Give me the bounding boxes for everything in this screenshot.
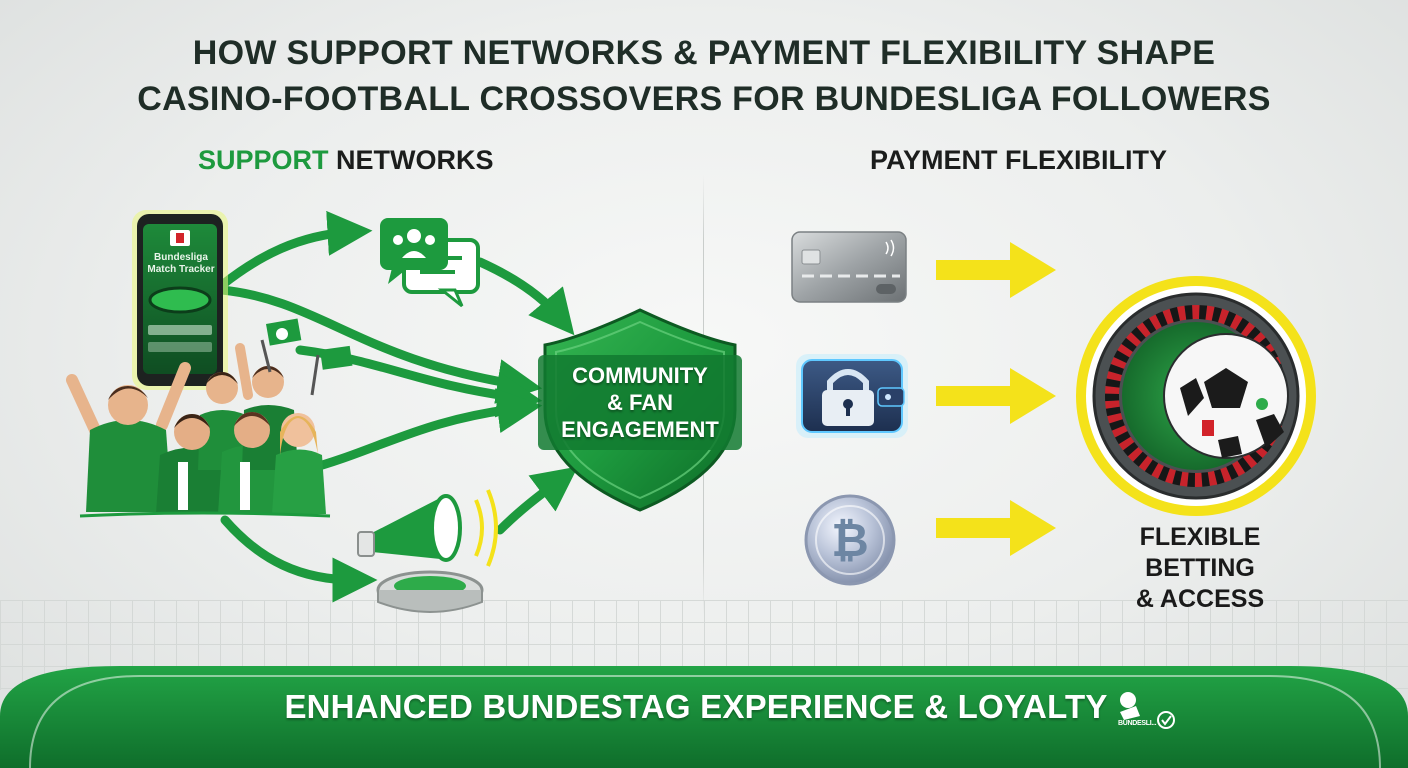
svg-text:₿: ₿ [831, 513, 869, 567]
chat-icon [380, 218, 480, 308]
arrow-fans-to-stadium [220, 515, 378, 603]
phone-line-1: Bundesliga [154, 252, 208, 263]
outcome-line-3: & ACCESS [1135, 585, 1265, 613]
arrow-fans-to-shield-low [300, 388, 543, 475]
title-line-1: HOW SUPPORT NETWORKS & PAYMENT FLEXIBILI… [192, 34, 1216, 72]
bottom-banner [0, 666, 1408, 768]
phone-icon [132, 210, 228, 390]
fans-icon [66, 318, 353, 518]
arrow-megaphone-to-shield [495, 466, 578, 535]
arrow-card-to-outcome [936, 242, 1056, 298]
badge-text: BUNDESLI... [1118, 720, 1157, 727]
roulette-football-icon [1076, 276, 1316, 516]
shield-line-1: COMMUNITY [572, 363, 708, 388]
wallet-lock-icon [796, 354, 908, 438]
arrow-wallet-to-outcome [936, 368, 1056, 424]
yellow-arrows [936, 242, 1056, 556]
outcome-line-1: FLEXIBLE [1139, 523, 1261, 551]
credit-card-icon [791, 231, 907, 303]
phone-screen-text: Bundesliga Match Tracker [146, 252, 216, 276]
arrow-phone-to-shield [217, 285, 543, 404]
flexible-betting-label: FLEXIBLE BETTING & ACCESS [1105, 522, 1295, 615]
title-line-2: CASINO-FOOTBALL CROSSOVERS FOR BUNDESLIG… [137, 80, 1271, 118]
support-heading-rest: NETWORKS [328, 145, 494, 175]
bundesliga-logo-icon [1120, 692, 1175, 729]
megaphone-icon [357, 489, 498, 567]
arrow-chat-to-shield [475, 257, 575, 336]
support-heading-green: SUPPORT [198, 145, 329, 175]
bitcoin-icon: ₿ [804, 494, 896, 586]
shield-line-3: ENGAGEMENT [561, 417, 719, 442]
phone-line-2: Match Tracker [147, 264, 215, 275]
banner-text: ENHANCED BUNDESTAG EXPERIENCE & LOYALTY [284, 688, 1108, 725]
arrow-phone-to-chat [217, 210, 373, 290]
stadium-icon [376, 570, 484, 613]
page-title: HOW SUPPORT NETWORKS & PAYMENT FLEXIBILI… [0, 30, 1408, 122]
outcome-line-2: BETTING [1145, 554, 1255, 582]
support-networks-heading: SUPPORT NETWORKS [198, 145, 494, 176]
shield-label: COMMUNITY & FAN ENGAGEMENT [540, 362, 740, 443]
arrow-crypto-to-outcome [936, 500, 1056, 556]
shield-line-2: & FAN [607, 390, 673, 415]
shield-icon [538, 308, 742, 512]
payment-flexibility-heading: PAYMENT FLEXIBILITY [870, 145, 1168, 175]
